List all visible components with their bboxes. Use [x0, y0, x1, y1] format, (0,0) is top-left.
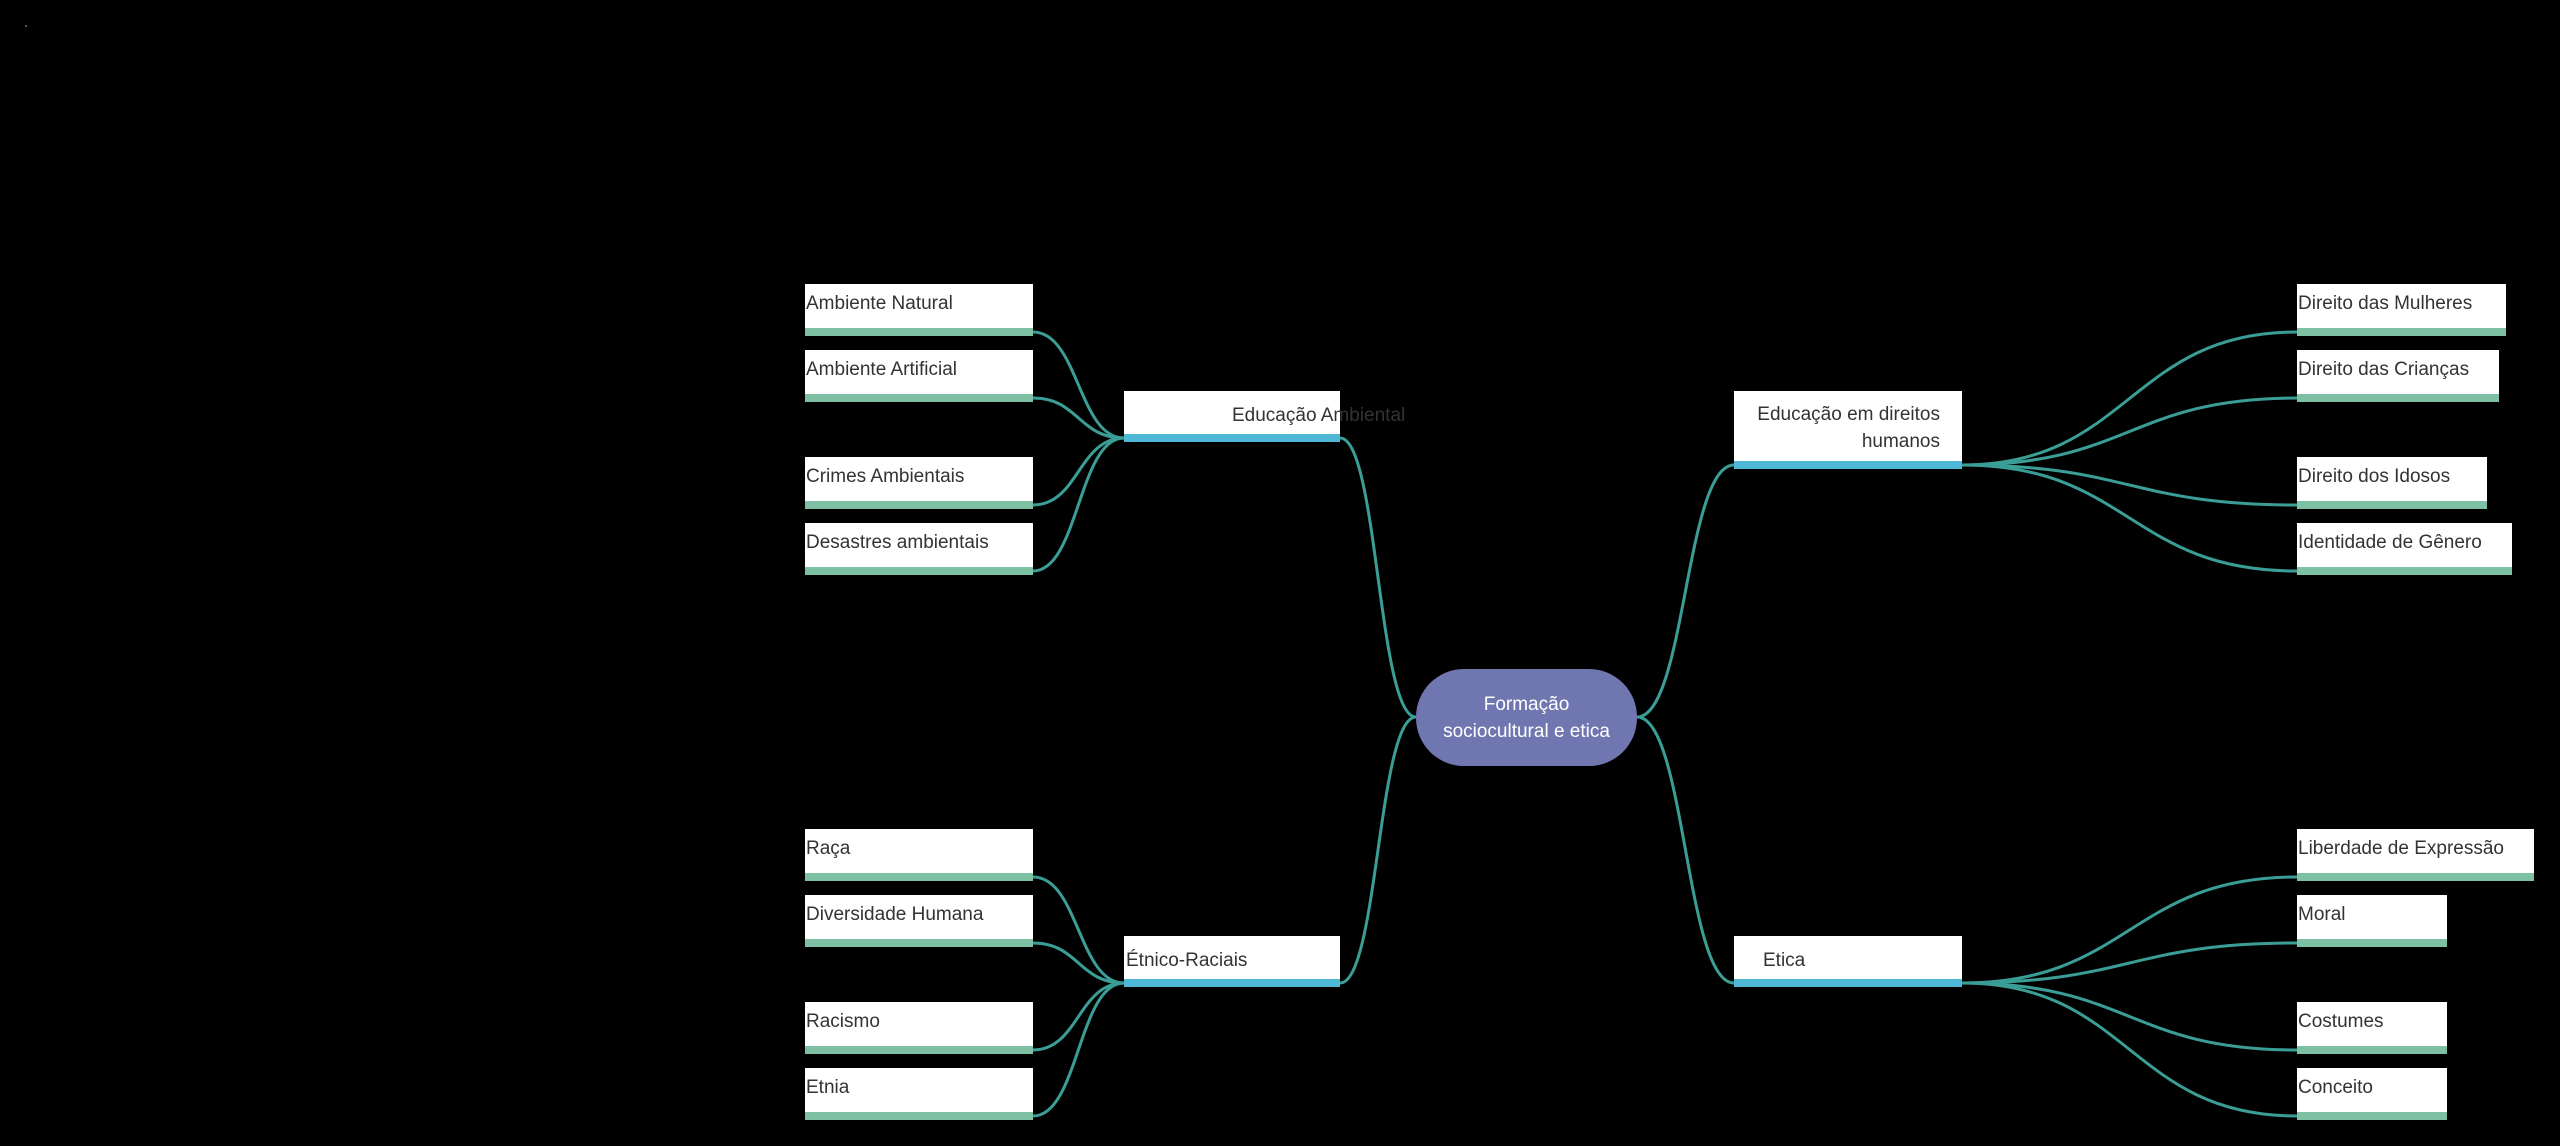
- leaf-label: Costumes: [2298, 1011, 2384, 1032]
- leaf-conceito[interactable]: Conceito: [2297, 1068, 2447, 1120]
- connector-leaf: [1961, 941, 2298, 985]
- connector-center-etica: [1636, 715, 1735, 985]
- connector-leaf: [1032, 436, 1125, 573]
- branch-educacao-ambiental[interactable]: Educação Ambiental: [1124, 391, 1405, 442]
- connector-leaf: [1032, 981, 1125, 1118]
- leaf-label: Conceito: [2298, 1077, 2373, 1098]
- leaf-label: Liberdade de Expressão: [2298, 838, 2504, 859]
- branch-underline: [1124, 979, 1340, 987]
- leaf-label: Direito das Crianças: [2298, 359, 2470, 380]
- leaf-underline: [805, 394, 1033, 402]
- leaf-direito-mulheres[interactable]: Direito das Mulheres: [2297, 284, 2506, 336]
- leaf-label: Ambiente Natural: [806, 293, 953, 314]
- leaf-label: Moral: [2298, 904, 2346, 925]
- branch-etica[interactable]: Etica: [1734, 936, 1962, 987]
- connector-leaf: [1961, 330, 2298, 467]
- leaf-label: Racismo: [806, 1011, 880, 1032]
- leaf-underline: [805, 567, 1033, 575]
- branch-underline: [1124, 434, 1340, 442]
- leaf-label: Crimes Ambientais: [806, 466, 965, 487]
- leaf-crimes-ambientais[interactable]: Crimes Ambientais: [805, 457, 1033, 509]
- leaf-raca[interactable]: Raça: [805, 829, 1033, 881]
- connector-center-etnico-raciais: [1339, 715, 1417, 985]
- connector-leaf: [1032, 396, 1125, 440]
- leaf-underline: [805, 501, 1033, 509]
- leaf-underline: [2297, 567, 2512, 575]
- branch-direitos-humanos[interactable]: Educação em direitos humanos: [1734, 391, 1962, 469]
- connector-leaf: [1032, 436, 1125, 507]
- leaf-desastres-ambientais[interactable]: Desastres ambientais: [805, 523, 1033, 575]
- leaf-underline: [805, 939, 1033, 947]
- canvas-marker: [25, 25, 27, 27]
- leaf-underline: [2297, 1112, 2447, 1120]
- leaf-underline: [2297, 939, 2447, 947]
- leaf-underline: [2297, 501, 2487, 509]
- connector-leaf: [1961, 875, 2298, 985]
- leaf-etnia[interactable]: Etnia: [805, 1068, 1033, 1120]
- connector-leaf: [1961, 981, 2298, 1052]
- leaf-label: Etnia: [806, 1077, 850, 1098]
- leaf-label: Diversidade Humana: [806, 904, 984, 925]
- leaf-underline: [2297, 1046, 2447, 1054]
- branch-label: Educação Ambiental: [1232, 405, 1406, 426]
- leaf-racismo[interactable]: Racismo: [805, 1002, 1033, 1054]
- connector-leaf: [1961, 463, 2298, 573]
- connector-leaf: [1961, 981, 2298, 1118]
- central-topic[interactable]: Formação sociocultural e etica: [1416, 669, 1637, 766]
- central-topic-label: Formação sociocultural e etica: [1443, 693, 1610, 742]
- leaf-underline: [2297, 394, 2499, 402]
- leaf-underline: [2297, 328, 2506, 336]
- leaf-label: Raça: [806, 838, 851, 859]
- leaf-identidade-genero[interactable]: Identidade de Gênero: [2297, 523, 2512, 575]
- leaf-label: Direito das Mulheres: [2298, 293, 2473, 314]
- leaf-ambiente-artificial[interactable]: Ambiente Artificial: [805, 350, 1033, 402]
- leaf-label: Direito dos Idosos: [2298, 466, 2451, 487]
- branch-label: Etica: [1763, 950, 1806, 971]
- connector-leaf: [1961, 396, 2298, 467]
- leaf-label: Ambiente Artificial: [806, 359, 958, 380]
- connector-leaf: [1032, 941, 1125, 985]
- leaf-underline: [805, 873, 1033, 881]
- branch-underline: [1734, 979, 1962, 987]
- connector-leaf: [1032, 330, 1125, 440]
- leaf-moral[interactable]: Moral: [2297, 895, 2447, 947]
- leaf-diversidade-humana[interactable]: Diversidade Humana: [805, 895, 1033, 947]
- leaf-underline: [805, 328, 1033, 336]
- leaf-liberdade-expressao[interactable]: Liberdade de Expressão: [2297, 829, 2534, 881]
- leaf-underline: [805, 1112, 1033, 1120]
- connector-leaf: [1032, 981, 1125, 1052]
- connector-leaf: [1961, 463, 2298, 507]
- leaf-underline: [805, 1046, 1033, 1054]
- leaf-label: Desastres ambientais: [806, 532, 989, 553]
- branch-etnico-raciais[interactable]: Étnico-Raciais: [1124, 936, 1340, 987]
- branch-underline: [1734, 461, 1962, 469]
- leaf-costumes[interactable]: Costumes: [2297, 1002, 2447, 1054]
- leaf-ambiente-natural[interactable]: Ambiente Natural: [805, 284, 1033, 336]
- connector-center-direitos-humanos: [1636, 463, 1735, 719]
- connector-leaf: [1032, 875, 1125, 985]
- leaf-direito-idosos[interactable]: Direito dos Idosos: [2297, 457, 2487, 509]
- leaf-underline: [2297, 873, 2534, 881]
- leaf-label: Identidade de Gênero: [2298, 532, 2482, 553]
- branch-label: Educação em direitos humanos: [1757, 404, 1940, 452]
- branch-label: Étnico-Raciais: [1126, 950, 1248, 971]
- leaf-direito-criancas[interactable]: Direito das Crianças: [2297, 350, 2499, 402]
- connector-center-educacao-ambiental: [1339, 436, 1417, 719]
